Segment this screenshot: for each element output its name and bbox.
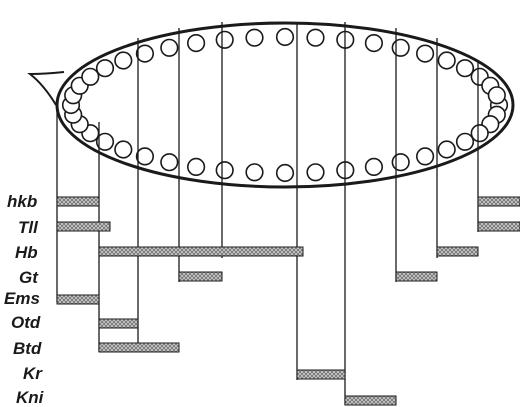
nucleus: [275, 27, 295, 47]
hb-posterior-bar: [436, 246, 479, 257]
gene-label-hkb: hkb: [7, 192, 37, 211]
nucleus: [364, 157, 384, 176]
gene-label-gt: Gt: [19, 268, 39, 287]
gene-labels: hkb Tll Hb Gt Ems Otd Btd Kr Kni: [4, 192, 45, 407]
hb-anterior-bar: [98, 246, 304, 257]
gt-anterior-bar: [178, 271, 223, 282]
nucleus: [416, 44, 435, 63]
nucleus: [135, 147, 154, 166]
gene-label-otd: Otd: [11, 313, 41, 332]
tll-posterior-bar: [477, 221, 520, 232]
nucleus: [160, 153, 179, 172]
hkb-posterior-bar: [477, 196, 520, 207]
nucleus: [275, 163, 295, 183]
nucleus: [437, 51, 456, 70]
nucleus: [187, 157, 206, 176]
nucleus: [245, 163, 264, 182]
gene-label-hb: Hb: [15, 243, 38, 262]
gene-label-ems: Ems: [4, 289, 40, 308]
kr-bar: [296, 369, 346, 380]
gene-label-btd: Btd: [13, 339, 42, 358]
embryo-anterior-tip: [27, 71, 65, 106]
nucleus: [487, 86, 506, 105]
nucleus: [187, 33, 206, 53]
nucleus: [416, 147, 435, 166]
nucleus: [455, 132, 475, 151]
nucleus: [114, 140, 133, 159]
nucleus: [306, 163, 325, 182]
nucleus: [215, 30, 234, 49]
nucleus: [470, 124, 489, 143]
gene-label-kni: Kni: [16, 388, 45, 407]
nucleus: [114, 51, 133, 70]
embryo: [27, 21, 515, 189]
gene-label-kr: Kr: [23, 364, 43, 383]
btd-bar: [98, 342, 180, 353]
otd-bar: [98, 318, 139, 329]
nucleus: [95, 59, 115, 78]
gene-label-tll: Tll: [18, 218, 39, 237]
hkb-anterior-bar: [56, 196, 100, 207]
nucleus: [306, 28, 325, 47]
nucleus: [364, 33, 384, 53]
nucleus: [437, 140, 456, 159]
nucleus: [245, 28, 264, 47]
nucleus: [455, 59, 475, 78]
nucleus: [160, 38, 179, 57]
kni-bar: [344, 395, 397, 406]
embryo-outline: [55, 21, 515, 189]
nucleus: [95, 132, 115, 151]
nucleus: [215, 161, 234, 180]
nuclei-ring: [61, 27, 509, 183]
gt-posterior-bar: [395, 271, 438, 282]
expression-bars: [56, 196, 520, 406]
tll-anterior-bar: [56, 221, 111, 232]
nucleus: [81, 67, 100, 86]
nucleus: [391, 153, 410, 172]
nucleus: [391, 38, 410, 57]
nucleus: [135, 44, 154, 63]
ems-bar: [56, 294, 100, 305]
boundary-lines: [56, 22, 479, 405]
